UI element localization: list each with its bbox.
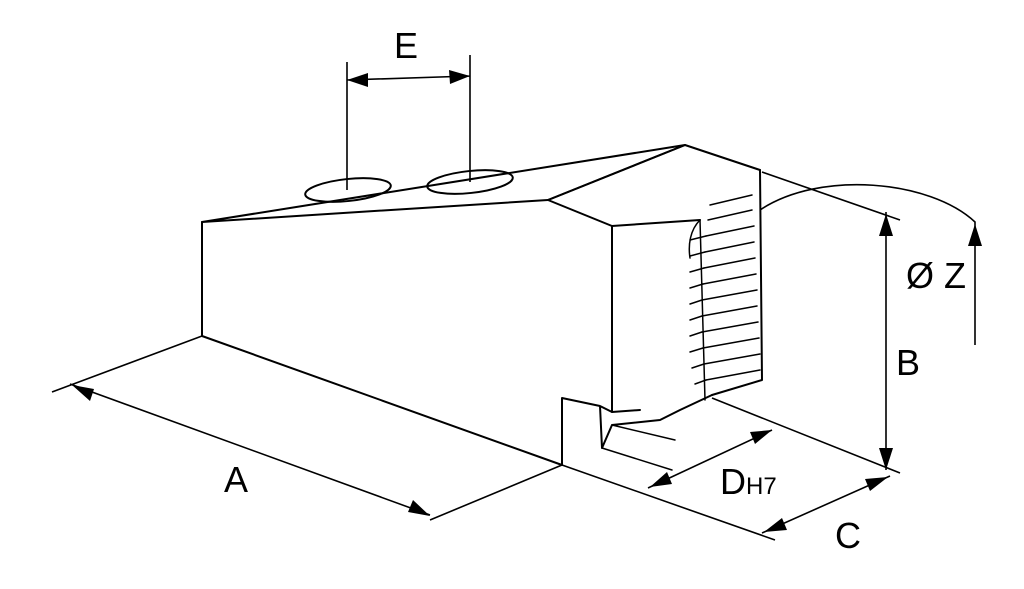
jaw-step-right [711, 169, 763, 396]
dim-a [51, 335, 563, 521]
jaw-keyway-inner [601, 424, 676, 471]
bolt-hole-left [304, 177, 392, 203]
label-a: A [224, 459, 248, 500]
dim-z [759, 183, 982, 345]
dim-d [647, 429, 773, 489]
jaw-bottom-edge [201, 335, 563, 466]
dim-b [711, 171, 901, 474]
label-d-tolerance: H7 [746, 473, 777, 500]
jaw-keyway [561, 394, 713, 466]
jaw-serrations [688, 194, 761, 401]
label-c: C [835, 515, 861, 556]
dim-e [346, 55, 471, 190]
label-b: B [896, 342, 920, 383]
jaw-top-face [201, 144, 686, 223]
label-d: D [720, 461, 746, 502]
jaw-step-front [611, 219, 701, 227]
label-e: E [394, 25, 418, 66]
dim-c [561, 464, 891, 541]
jaw-step-top [547, 144, 761, 201]
bolt-hole-right [426, 169, 514, 195]
label-z: Ø Z [906, 255, 966, 296]
jaw-body [201, 144, 763, 471]
jaw-front-face [547, 199, 613, 413]
